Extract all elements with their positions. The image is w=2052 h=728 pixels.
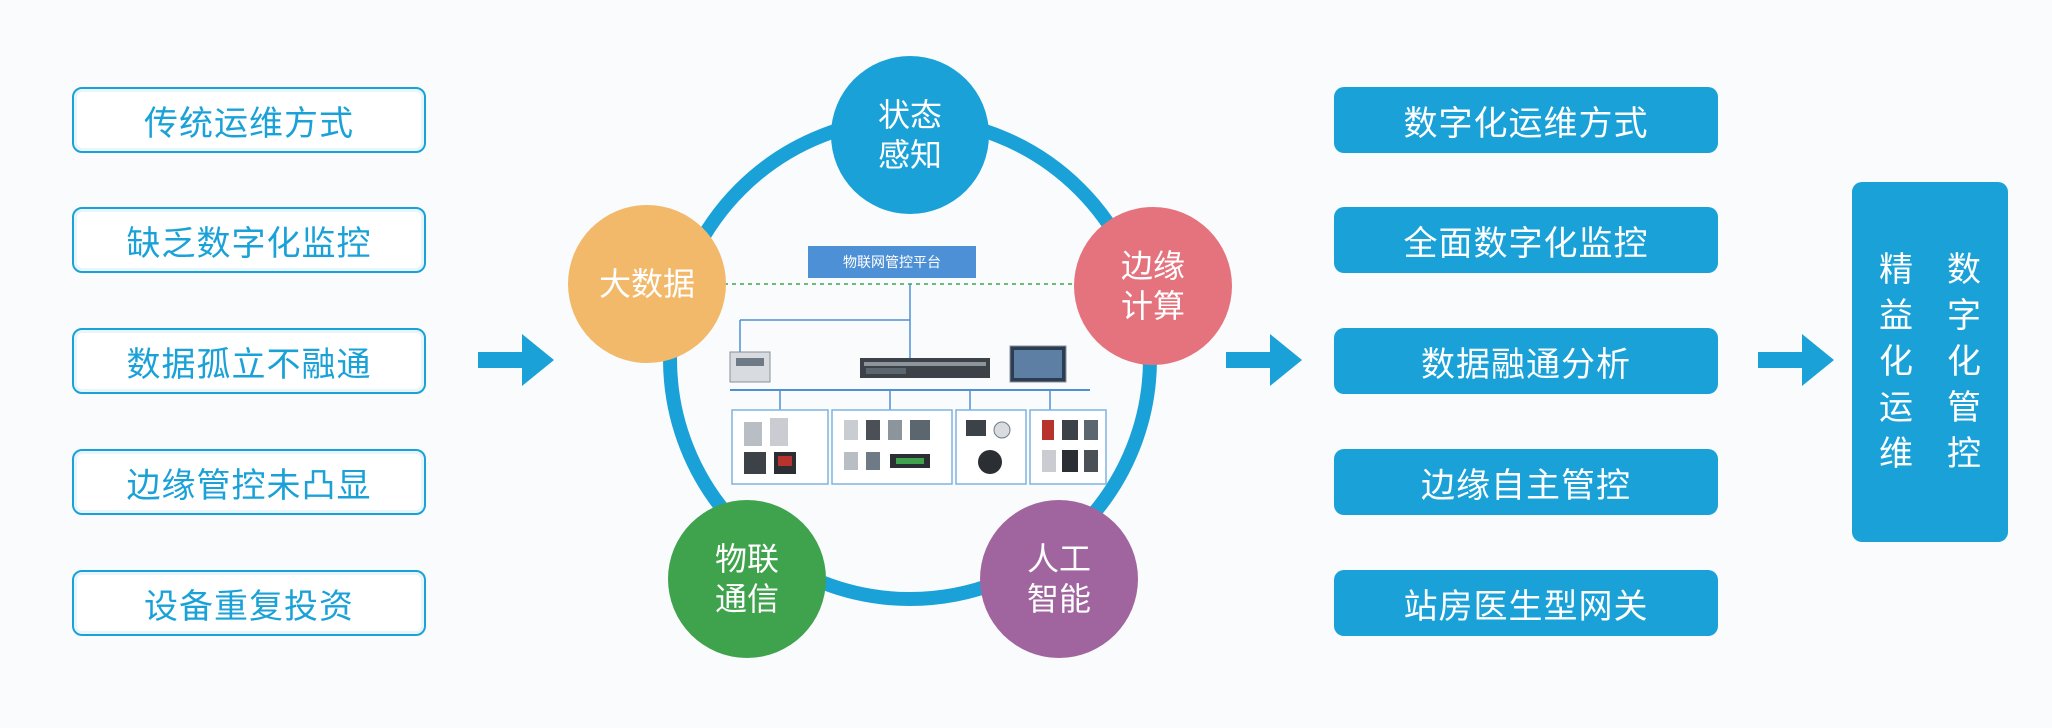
- right-item-station-doctor-gateway: 站房医生型网关: [1334, 570, 1718, 636]
- benefit-char: 维: [1879, 434, 1913, 474]
- left-item-label: 数据孤立不融通: [126, 344, 372, 385]
- iot-architecture-illustration: [700, 283, 1120, 485]
- node-iot-communication: 物联 通信: [668, 500, 826, 658]
- benefit-char: 化: [1947, 342, 1981, 382]
- left-item-data-isolated: 数据孤立不融通: [72, 328, 426, 394]
- benefit-box: 精 益 化 运 维 数 字 化 管 控: [1852, 182, 2008, 542]
- left-item-no-digital-monitoring: 缺乏数字化监控: [72, 207, 426, 273]
- right-item-digital-om: 数字化运维方式: [1334, 87, 1718, 153]
- right-item-data-fusion-analysis: 数据融通分析: [1334, 328, 1718, 394]
- arrow-right-icon: [1758, 334, 1834, 386]
- benefit-column-digital-control: 数 字 化 管 控: [1947, 247, 1981, 477]
- right-item-label: 数据融通分析: [1421, 344, 1631, 385]
- right-item-label: 数字化运维方式: [1403, 103, 1649, 144]
- left-item-label: 缺乏数字化监控: [126, 223, 372, 264]
- node-state-awareness: 状态 感知: [831, 56, 989, 214]
- benefit-char: 字: [1947, 296, 1981, 336]
- right-item-label: 站房医生型网关: [1403, 586, 1649, 627]
- benefit-column-lean-om: 精 益 化 运 维: [1879, 247, 1913, 477]
- left-item-label: 传统运维方式: [144, 103, 354, 144]
- right-item-full-digital-monitoring: 全面数字化监控: [1334, 207, 1718, 273]
- node-label: 状态 感知: [877, 96, 942, 174]
- node-label: 大数据: [598, 265, 695, 303]
- benefit-char: 化: [1879, 342, 1913, 382]
- node-label: 人工 智能: [1026, 540, 1091, 618]
- benefit-char: 益: [1879, 296, 1913, 336]
- left-item-duplicate-investment: 设备重复投资: [72, 570, 426, 636]
- right-item-edge-autonomous-control: 边缘自主管控: [1334, 449, 1718, 515]
- node-label: 边缘 计算: [1120, 247, 1185, 325]
- left-item-label: 设备重复投资: [144, 586, 354, 627]
- node-big-data: 大数据: [568, 205, 726, 363]
- benefit-char: 控: [1947, 434, 1981, 474]
- benefit-char: 精: [1879, 250, 1913, 290]
- benefit-char: 管: [1947, 388, 1981, 428]
- benefit-char: 运: [1879, 388, 1913, 428]
- left-item-traditional-om: 传统运维方式: [72, 87, 426, 153]
- platform-title-box: 物联网管控平台: [808, 246, 976, 278]
- right-item-label: 边缘自主管控: [1421, 465, 1631, 506]
- left-item-label: 边缘管控未凸显: [126, 465, 372, 506]
- node-label: 物联 通信: [714, 540, 779, 618]
- node-ai: 人工 智能: [980, 500, 1138, 658]
- node-edge-computing: 边缘 计算: [1074, 207, 1232, 365]
- platform-title: 物联网管控平台: [843, 255, 941, 271]
- left-item-edge-control-weak: 边缘管控未凸显: [72, 449, 426, 515]
- arrow-right-icon: [1226, 334, 1302, 386]
- right-item-label: 全面数字化监控: [1403, 223, 1649, 264]
- arrow-right-icon: [478, 334, 554, 386]
- benefit-char: 数: [1947, 250, 1981, 290]
